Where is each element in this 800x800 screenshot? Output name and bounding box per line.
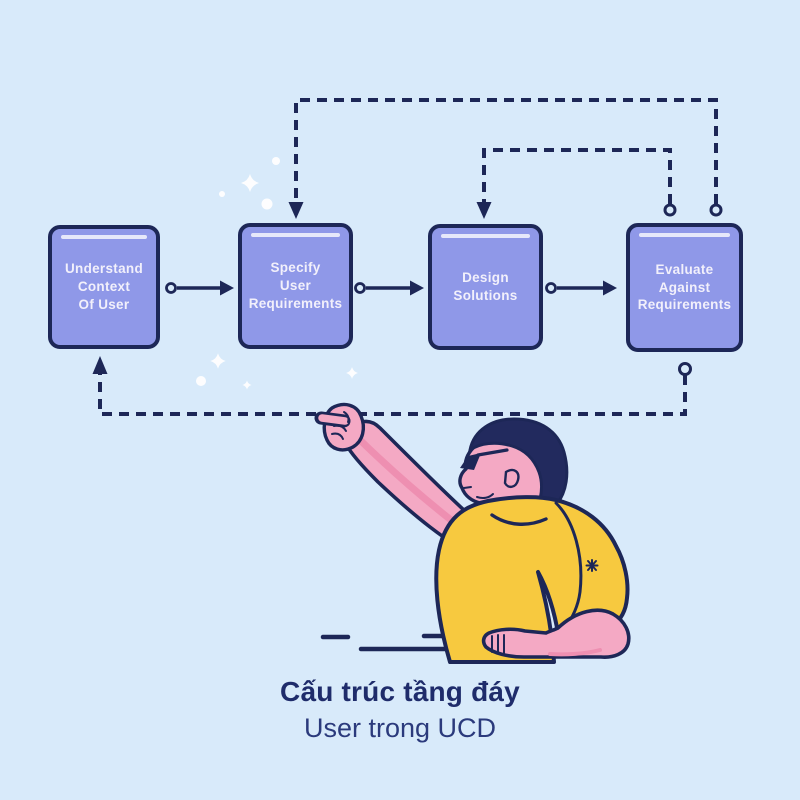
arrowhead-right-icon bbox=[220, 280, 234, 296]
sparkle-icon bbox=[219, 191, 225, 197]
flow-box-label: Understand Context Of User bbox=[64, 261, 143, 312]
caption-subtitle: User trong UCD bbox=[303, 713, 497, 743]
sparkle-icon bbox=[272, 157, 280, 165]
sparkle-icon bbox=[346, 367, 358, 379]
flow-arrow-specify-to-design bbox=[354, 280, 424, 296]
flow-box-label: Evaluate Against Requirements bbox=[637, 261, 732, 313]
box-highlight bbox=[441, 234, 530, 238]
connector-ring bbox=[663, 203, 677, 217]
flow-arrow-design-to-evaluate bbox=[545, 280, 617, 296]
caption: Cấu trúc tầng đáy User trong UCD bbox=[0, 676, 800, 744]
mouth bbox=[463, 486, 472, 489]
sparkle-icon bbox=[196, 376, 206, 386]
sparkle-icon bbox=[261, 198, 273, 210]
flow-box-understand-context: Understand Context Of User bbox=[48, 225, 160, 349]
connector-ring bbox=[354, 282, 366, 294]
box-highlight bbox=[639, 233, 730, 237]
sparkle-icon bbox=[210, 353, 226, 369]
connector-ring bbox=[678, 362, 692, 376]
arrowhead-up-icon bbox=[92, 356, 108, 374]
flow-box-specify-requirements: Specify User Requirements bbox=[238, 223, 353, 349]
connector-ring bbox=[165, 282, 177, 294]
box-highlight bbox=[61, 235, 147, 239]
resting-forearm bbox=[481, 608, 631, 659]
connector-ring bbox=[709, 203, 723, 217]
connector-ring bbox=[545, 282, 557, 294]
caption-title: Cấu trúc tầng đáy bbox=[280, 676, 520, 707]
arrowhead-right-icon bbox=[603, 280, 617, 296]
glasses-icon bbox=[460, 453, 481, 470]
arrowhead-down-icon bbox=[476, 202, 492, 219]
chin-line bbox=[476, 493, 494, 499]
flow-box-label: Specify User Requirements bbox=[248, 260, 343, 311]
flow-box-evaluate-requirements: Evaluate Against Requirements bbox=[626, 223, 743, 352]
flow-box-design-solutions: Design Solutions bbox=[428, 224, 543, 350]
glasses-temple bbox=[476, 448, 509, 457]
ear bbox=[503, 468, 520, 488]
collar-line bbox=[490, 513, 548, 526]
arrowhead-right-icon bbox=[410, 280, 424, 296]
sparkle-icon bbox=[242, 380, 252, 390]
feedback-arrow-evaluate-to-understand bbox=[92, 356, 692, 416]
flow-box-label: Design Solutions bbox=[453, 270, 518, 303]
sparkle-icon bbox=[241, 174, 259, 192]
sleeve-logo-icon bbox=[585, 559, 599, 572]
feedback-arrow-evaluate-to-specify bbox=[288, 98, 723, 219]
box-highlight bbox=[251, 233, 340, 237]
flow-arrow-understand-to-specify bbox=[165, 280, 234, 296]
feedback-arrow-evaluate-to-design bbox=[476, 148, 677, 219]
arrowhead-down-icon bbox=[288, 202, 304, 219]
sparkle-icons bbox=[196, 157, 358, 390]
finger-lines bbox=[491, 634, 505, 655]
